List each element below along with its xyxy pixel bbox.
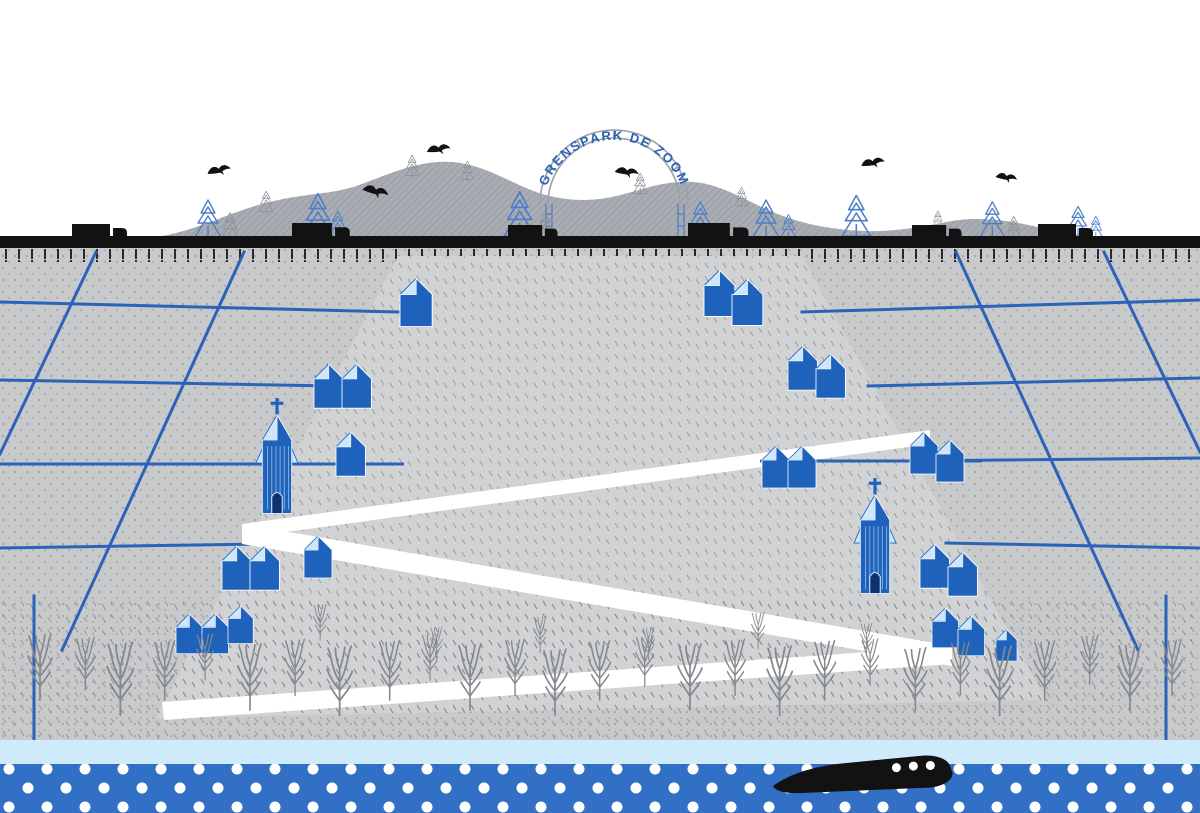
grid-line bbox=[866, 376, 1200, 388]
grid-line bbox=[0, 300, 400, 314]
grid-line bbox=[0, 250, 98, 456]
water bbox=[0, 764, 1200, 813]
grid-line bbox=[1101, 249, 1200, 455]
boat-window bbox=[891, 763, 901, 773]
fence-ticks bbox=[0, 249, 1200, 262]
path-segment bbox=[242, 430, 930, 538]
path-segment bbox=[162, 646, 952, 720]
grid-line bbox=[954, 250, 1140, 652]
highway bbox=[0, 236, 1200, 249]
grid-line bbox=[0, 378, 336, 388]
boat-window bbox=[925, 760, 935, 770]
boat-icon bbox=[772, 755, 953, 794]
boat-window bbox=[908, 761, 918, 771]
zigzag-paths bbox=[162, 430, 952, 720]
sky bbox=[0, 0, 1200, 236]
grid-line bbox=[800, 298, 1200, 314]
path-segment bbox=[242, 524, 952, 666]
grid-line bbox=[60, 250, 246, 652]
field-grid bbox=[0, 249, 1200, 744]
riverbank-strip bbox=[0, 740, 1200, 764]
grid-line bbox=[944, 541, 1200, 550]
grid-line bbox=[0, 542, 262, 550]
